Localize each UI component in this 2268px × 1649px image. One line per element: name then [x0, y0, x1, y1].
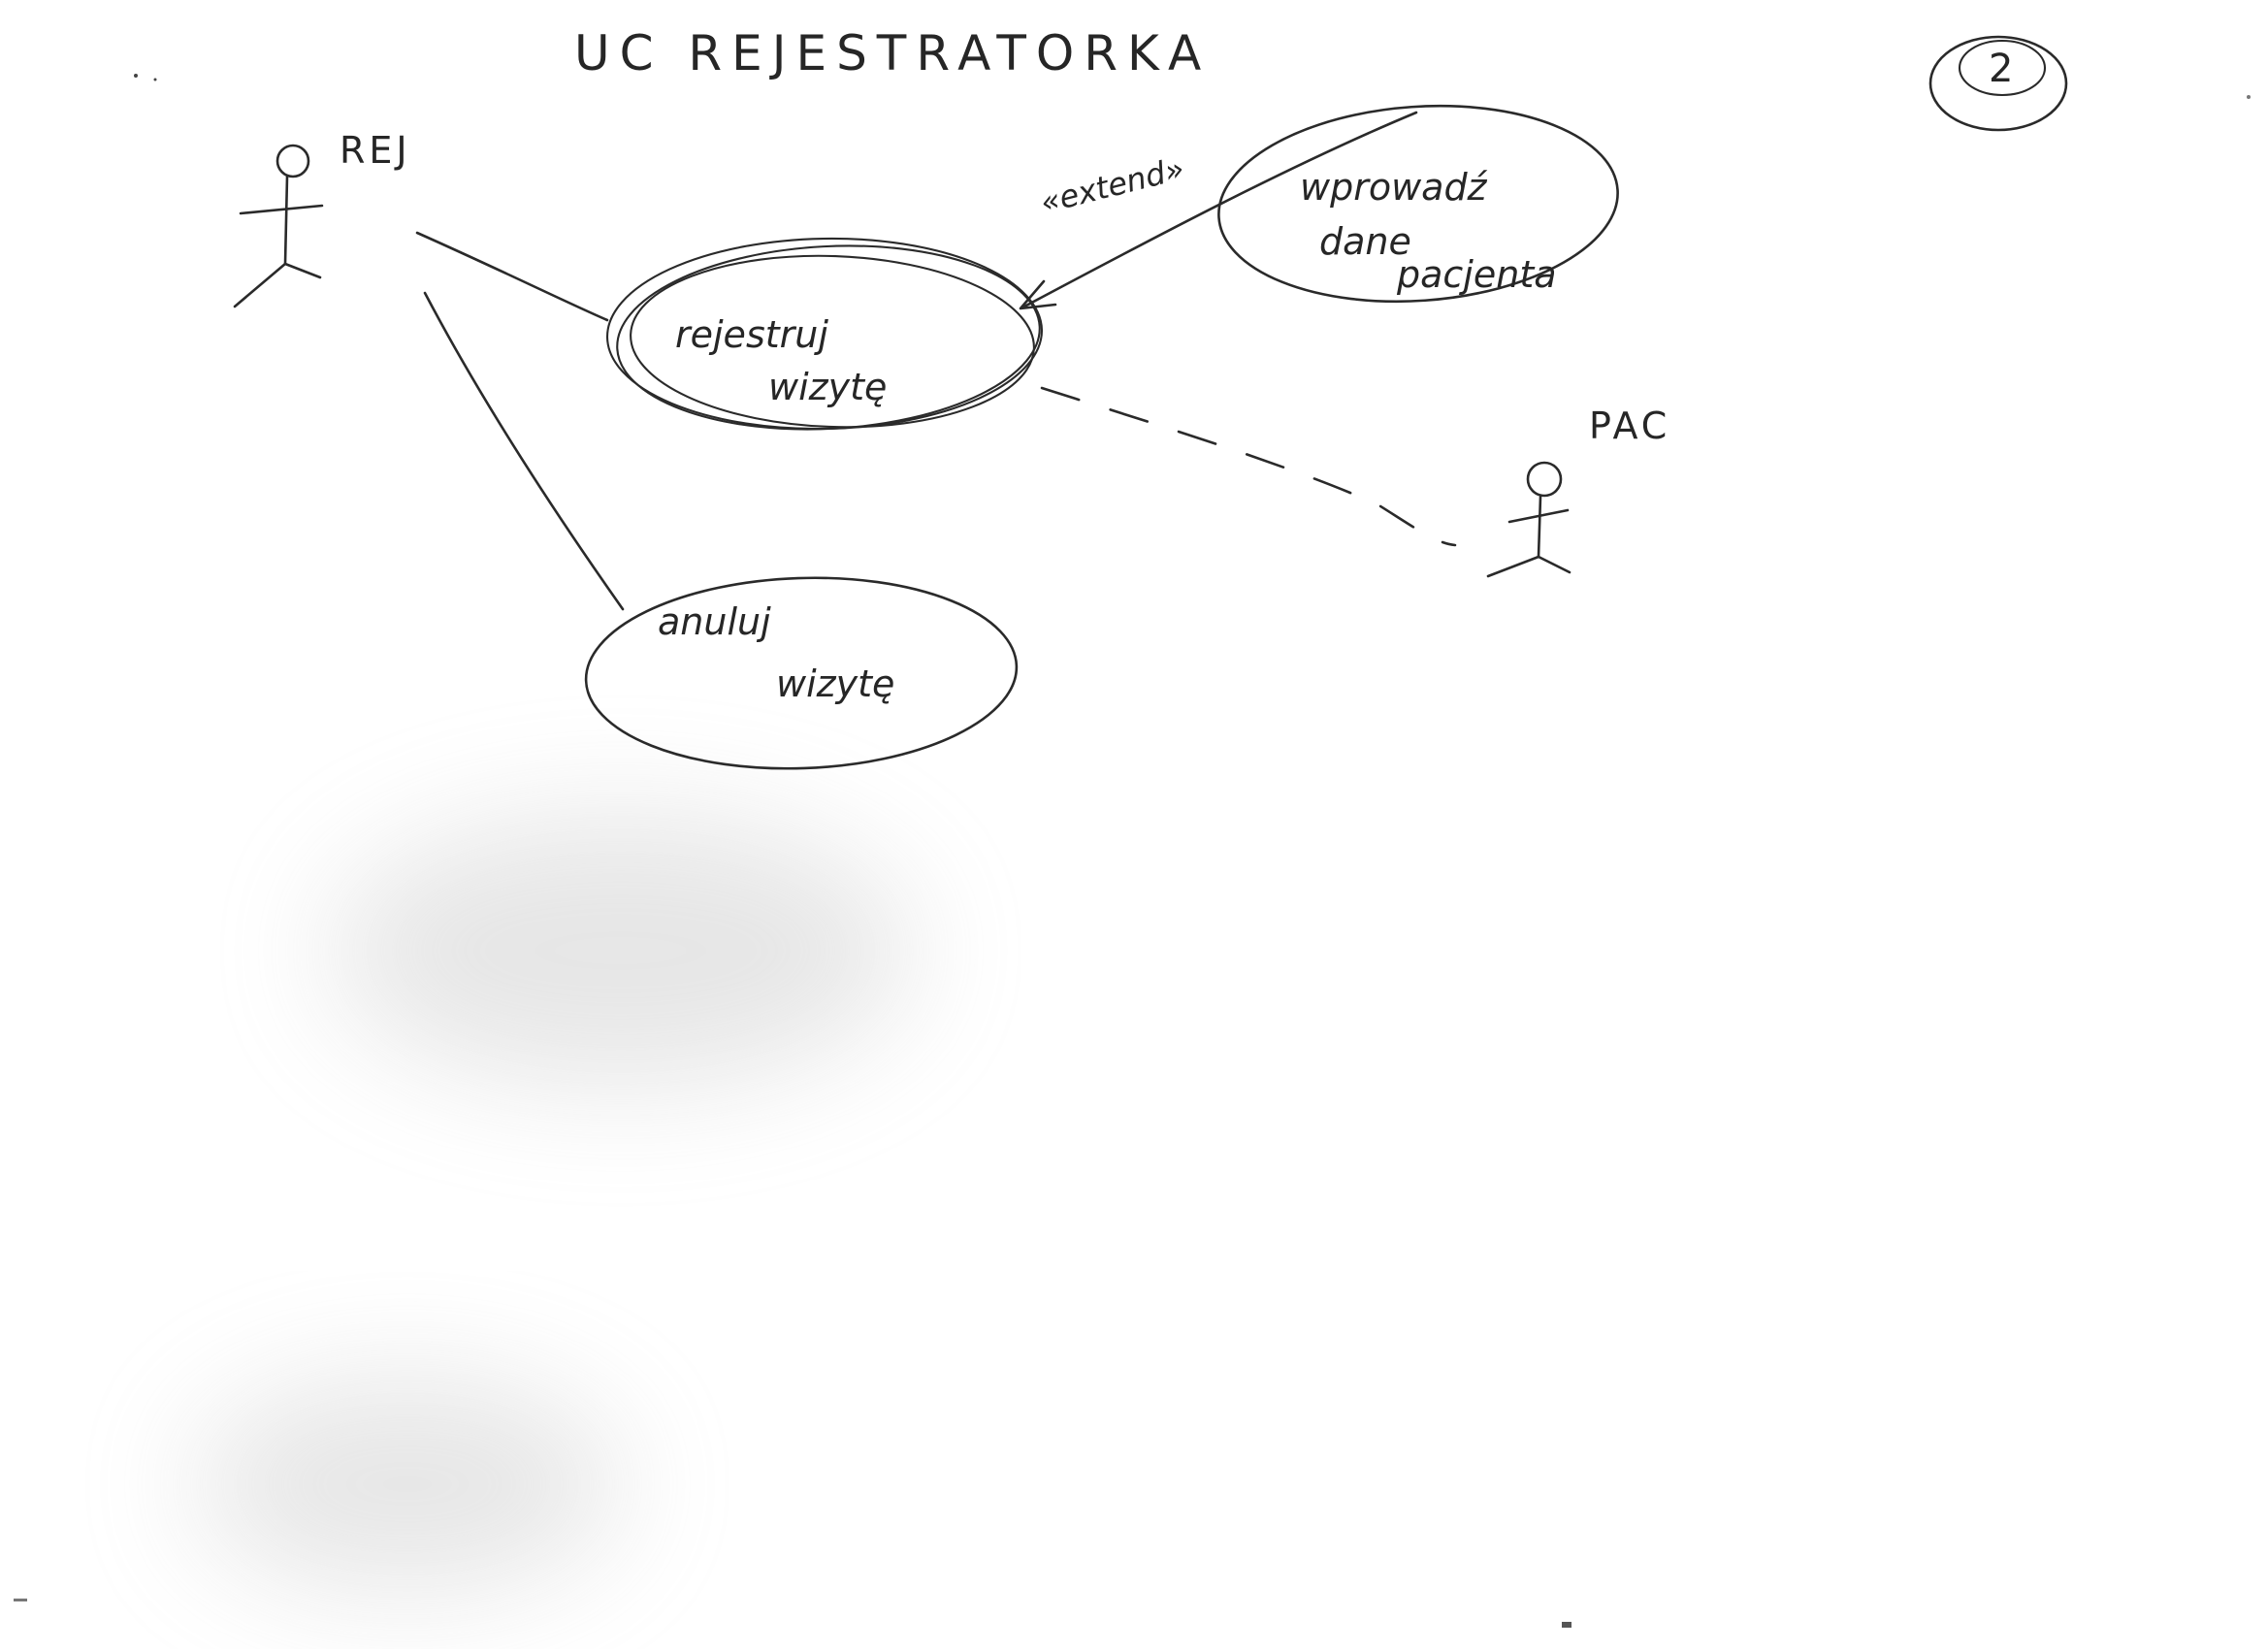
use-case-rejestruj-wizyte: rejestruj wizytę [605, 237, 1044, 431]
use-case-anuluj-line1: anuluj [658, 600, 771, 643]
page-number: 2 [1989, 47, 2013, 91]
use-case-anuluj-line2: wizytę [776, 663, 894, 705]
diagram-title: UC REJESTRATORKA [574, 25, 1211, 81]
page-number-badge: 2 [1928, 35, 2068, 132]
use-case-rejestruj-line2: wizytę [768, 366, 887, 408]
use-case-anuluj-wizyte: anuluj wizytę [584, 576, 1019, 770]
actor-rej: REJ [233, 129, 411, 308]
actor-rej-label: REJ [340, 129, 411, 172]
use-case-rejestruj-line1: rejestruj [675, 313, 828, 356]
use-case-wprowadz-line2: dane [1319, 220, 1411, 263]
association-rej-anuluj [423, 291, 625, 611]
association-rej-rejestruj [415, 231, 609, 322]
dashed-relation-pac-rejestruj [1040, 386, 1457, 547]
extend-stereotype-label: «extend» [1037, 149, 1188, 220]
scan-specks [14, 74, 2251, 1628]
extend-arrow-line [1022, 111, 1418, 308]
use-case-wprowadz-dane-pacjenta: wprowadź dane pacjenta [1217, 104, 1619, 304]
extend-arrowhead [1019, 279, 1057, 310]
scan-smudges [194, 815, 912, 1591]
use-case-wprowadz-line3: pacjenta [1396, 253, 1557, 296]
actor-pac: PAC [1486, 404, 1670, 578]
use-case-wprowadz-line1: wprowadź [1300, 166, 1488, 209]
actor-pac-label: PAC [1589, 404, 1670, 447]
